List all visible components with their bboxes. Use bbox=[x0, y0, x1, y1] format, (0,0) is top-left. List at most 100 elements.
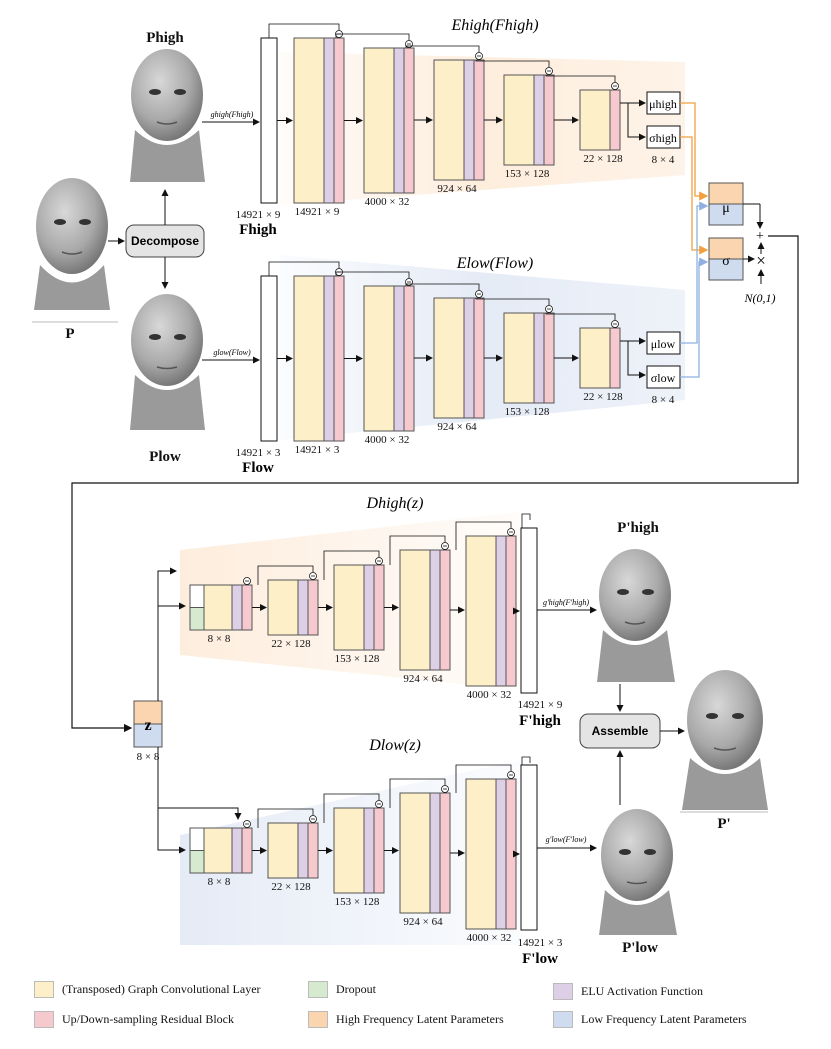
encoder-high-block-3: 153 × 128 bbox=[475, 60, 555, 180]
decoder-high-block-1: 22 × 128 bbox=[267, 550, 380, 650]
legend-dropout-swatch bbox=[308, 981, 328, 998]
assemble-label: Assemble bbox=[592, 724, 649, 738]
decoder-high-block-4: 4000 × 32 bbox=[465, 513, 531, 701]
encoder-low-block-4-dim: 22 × 128 bbox=[583, 391, 623, 403]
decoder-low-output-name: F'low bbox=[522, 951, 558, 967]
face-P-low: Plow bbox=[130, 294, 205, 465]
encoder-high-block-3-dim: 153 × 128 bbox=[505, 168, 550, 180]
encoder-high-block-1: 4000 × 32 bbox=[335, 33, 415, 208]
encoder-high-title: Ehigh(Fhigh) bbox=[450, 17, 538, 34]
sigma-low-label: σlow bbox=[651, 371, 676, 385]
face-P-low-label: Plow bbox=[149, 449, 181, 465]
latent-z-dim: 8 × 8 bbox=[137, 751, 160, 763]
plus-op: + bbox=[756, 229, 764, 244]
decoder-high-output-dim: 14921 × 9 bbox=[518, 699, 563, 711]
legend-elu-label: ELU Activation Function bbox=[581, 984, 703, 998]
sigma-high-label: σhigh bbox=[649, 131, 677, 145]
encoder-high-block-4-dim: 22 × 128 bbox=[583, 153, 623, 165]
decoder-high-block-3: 924 × 64 bbox=[399, 521, 512, 685]
sigma-combined-label: σ bbox=[722, 254, 730, 269]
legend-dropout-label: Dropout bbox=[336, 982, 376, 996]
encoder-high-block-0: 14921 × 9 bbox=[268, 23, 345, 218]
legend-high-label: High Frequency Latent Parameters bbox=[336, 1012, 504, 1026]
decoder-high-block-2: 153 × 128 bbox=[333, 535, 446, 665]
decoder-low-block-3-dim: 924 × 64 bbox=[403, 916, 443, 928]
decoder-low-block-0-dim: 8 × 8 bbox=[208, 876, 231, 888]
encoder-low-input-fn: glow(Flow) bbox=[213, 348, 251, 357]
legend-gcn-swatch bbox=[34, 981, 54, 998]
encoder-high-block-1-dim: 4000 × 32 bbox=[365, 196, 410, 208]
encoder-high-block-4: 22 × 128 bbox=[545, 75, 623, 165]
face-P-prime-low-label: P'low bbox=[622, 940, 658, 956]
decoder-low-block-4: 4000 × 32 bbox=[465, 756, 531, 944]
legend-gcn-label: (Transposed) Graph Convolutional Layer bbox=[62, 982, 261, 996]
encoder-low-block-2-dim: 924 × 64 bbox=[437, 421, 477, 433]
decompose-box: Decompose bbox=[125, 224, 205, 258]
decoder-low-output-box bbox=[520, 764, 538, 931]
decoder-high-output-fn: g'high(F'high) bbox=[543, 598, 589, 607]
face-P-prime-high: P'high bbox=[597, 520, 675, 682]
decompose-label: Decompose bbox=[131, 234, 199, 248]
legend-low-swatch bbox=[553, 1011, 573, 1028]
encoder-low-block-2: 924 × 64 bbox=[405, 283, 485, 433]
decoder-low-block-3: 924 × 64 bbox=[399, 764, 512, 928]
decoder-low-title: Dlow(z) bbox=[368, 737, 421, 754]
face-P-high: Phigh bbox=[130, 30, 205, 182]
latent-z-box: z 8 × 8 bbox=[133, 700, 163, 763]
encoder-high-block-0-dim: 14921 × 9 bbox=[295, 206, 340, 218]
decoder-low-block-4-dim: 4000 × 32 bbox=[467, 932, 512, 944]
encoder-high-input-dim: 14921 × 9 bbox=[236, 209, 281, 221]
assemble-box: Assemble bbox=[579, 713, 661, 749]
face-P: P bbox=[32, 178, 118, 342]
legend-high: High Frequency Latent Parameters bbox=[308, 1011, 504, 1028]
decoder-high-output-name: F'high bbox=[519, 713, 561, 729]
legend-dropout: Dropout bbox=[308, 981, 376, 998]
encoder-high-input-fn: ghigh(Fhigh) bbox=[211, 110, 254, 119]
encoder-low-block-4: 22 × 128 bbox=[545, 313, 623, 403]
decoder-high-block-0: 8 × 8 bbox=[189, 565, 314, 645]
latent-z-label: z bbox=[144, 717, 151, 734]
encoder-high-input-name: Fhigh bbox=[239, 222, 277, 238]
face-P-label: P bbox=[65, 326, 74, 342]
encoder-low-block-0-dim: 14921 × 3 bbox=[295, 444, 340, 456]
decoder-low-block-1: 22 × 128 bbox=[267, 793, 380, 893]
face-P-prime: P' bbox=[680, 670, 768, 832]
legend-resblock-label: Up/Down-sampling Residual Block bbox=[62, 1012, 234, 1026]
decoder-high-block-4-dim: 4000 × 32 bbox=[467, 689, 512, 701]
encoder-low-title: Elow(Flow) bbox=[456, 255, 533, 272]
legend-high-swatch bbox=[308, 1011, 328, 1028]
times-op: × bbox=[756, 251, 766, 270]
decoder-high-block-0-dim: 8 × 8 bbox=[208, 633, 231, 645]
face-P-high-label: Phigh bbox=[146, 30, 184, 46]
mu-low-label: μlow bbox=[651, 337, 676, 351]
encoder-low-input-box bbox=[260, 275, 278, 442]
decoder-low-block-1-dim: 22 × 128 bbox=[271, 881, 311, 893]
decoder-high-block-2-dim: 153 × 128 bbox=[335, 653, 380, 665]
encoder-high-block-2-dim: 924 × 64 bbox=[437, 183, 477, 195]
decoder-high-block-3-dim: 924 × 64 bbox=[403, 673, 443, 685]
decoder-low-block-0: 8 × 8 bbox=[189, 808, 314, 888]
encoder-low-input-dim: 14921 × 3 bbox=[236, 447, 281, 459]
mu-combined-label: μ bbox=[722, 201, 730, 216]
decoder-low-output-fn: g'low(F'low) bbox=[546, 835, 587, 844]
latent-low-dim: 8 × 4 bbox=[652, 394, 675, 406]
encoder-high-block-2: 924 × 64 bbox=[405, 45, 485, 195]
encoder-low-input-name: Flow bbox=[242, 460, 274, 476]
decoder-low-output-dim: 14921 × 3 bbox=[518, 937, 563, 949]
mu-combined-box: μ bbox=[708, 182, 744, 226]
latent-high-dim: 8 × 4 bbox=[652, 154, 675, 166]
decoder-high-title: Dhigh(z) bbox=[366, 495, 424, 512]
legend-resblock-swatch bbox=[34, 1011, 54, 1028]
encoder-low-block-0: 14921 × 3 bbox=[268, 261, 345, 456]
encoder-high-input-box bbox=[260, 37, 278, 204]
encoder-low-block-1-dim: 4000 × 32 bbox=[365, 434, 410, 446]
noise-label: N(0,1) bbox=[744, 291, 776, 305]
legend-elu: ELU Activation Function bbox=[553, 983, 703, 1000]
decoder-high-block-1-dim: 22 × 128 bbox=[271, 638, 311, 650]
legend-elu-swatch bbox=[553, 983, 573, 1000]
legend-resblock: Up/Down-sampling Residual Block bbox=[34, 1011, 234, 1028]
sigma-combined-box: σ bbox=[708, 237, 744, 281]
encoder-low-block-3: 153 × 128 bbox=[475, 298, 555, 418]
legend-gcn: (Transposed) Graph Convolutional Layer bbox=[34, 981, 261, 998]
face-P-prime-label: P' bbox=[717, 816, 730, 832]
